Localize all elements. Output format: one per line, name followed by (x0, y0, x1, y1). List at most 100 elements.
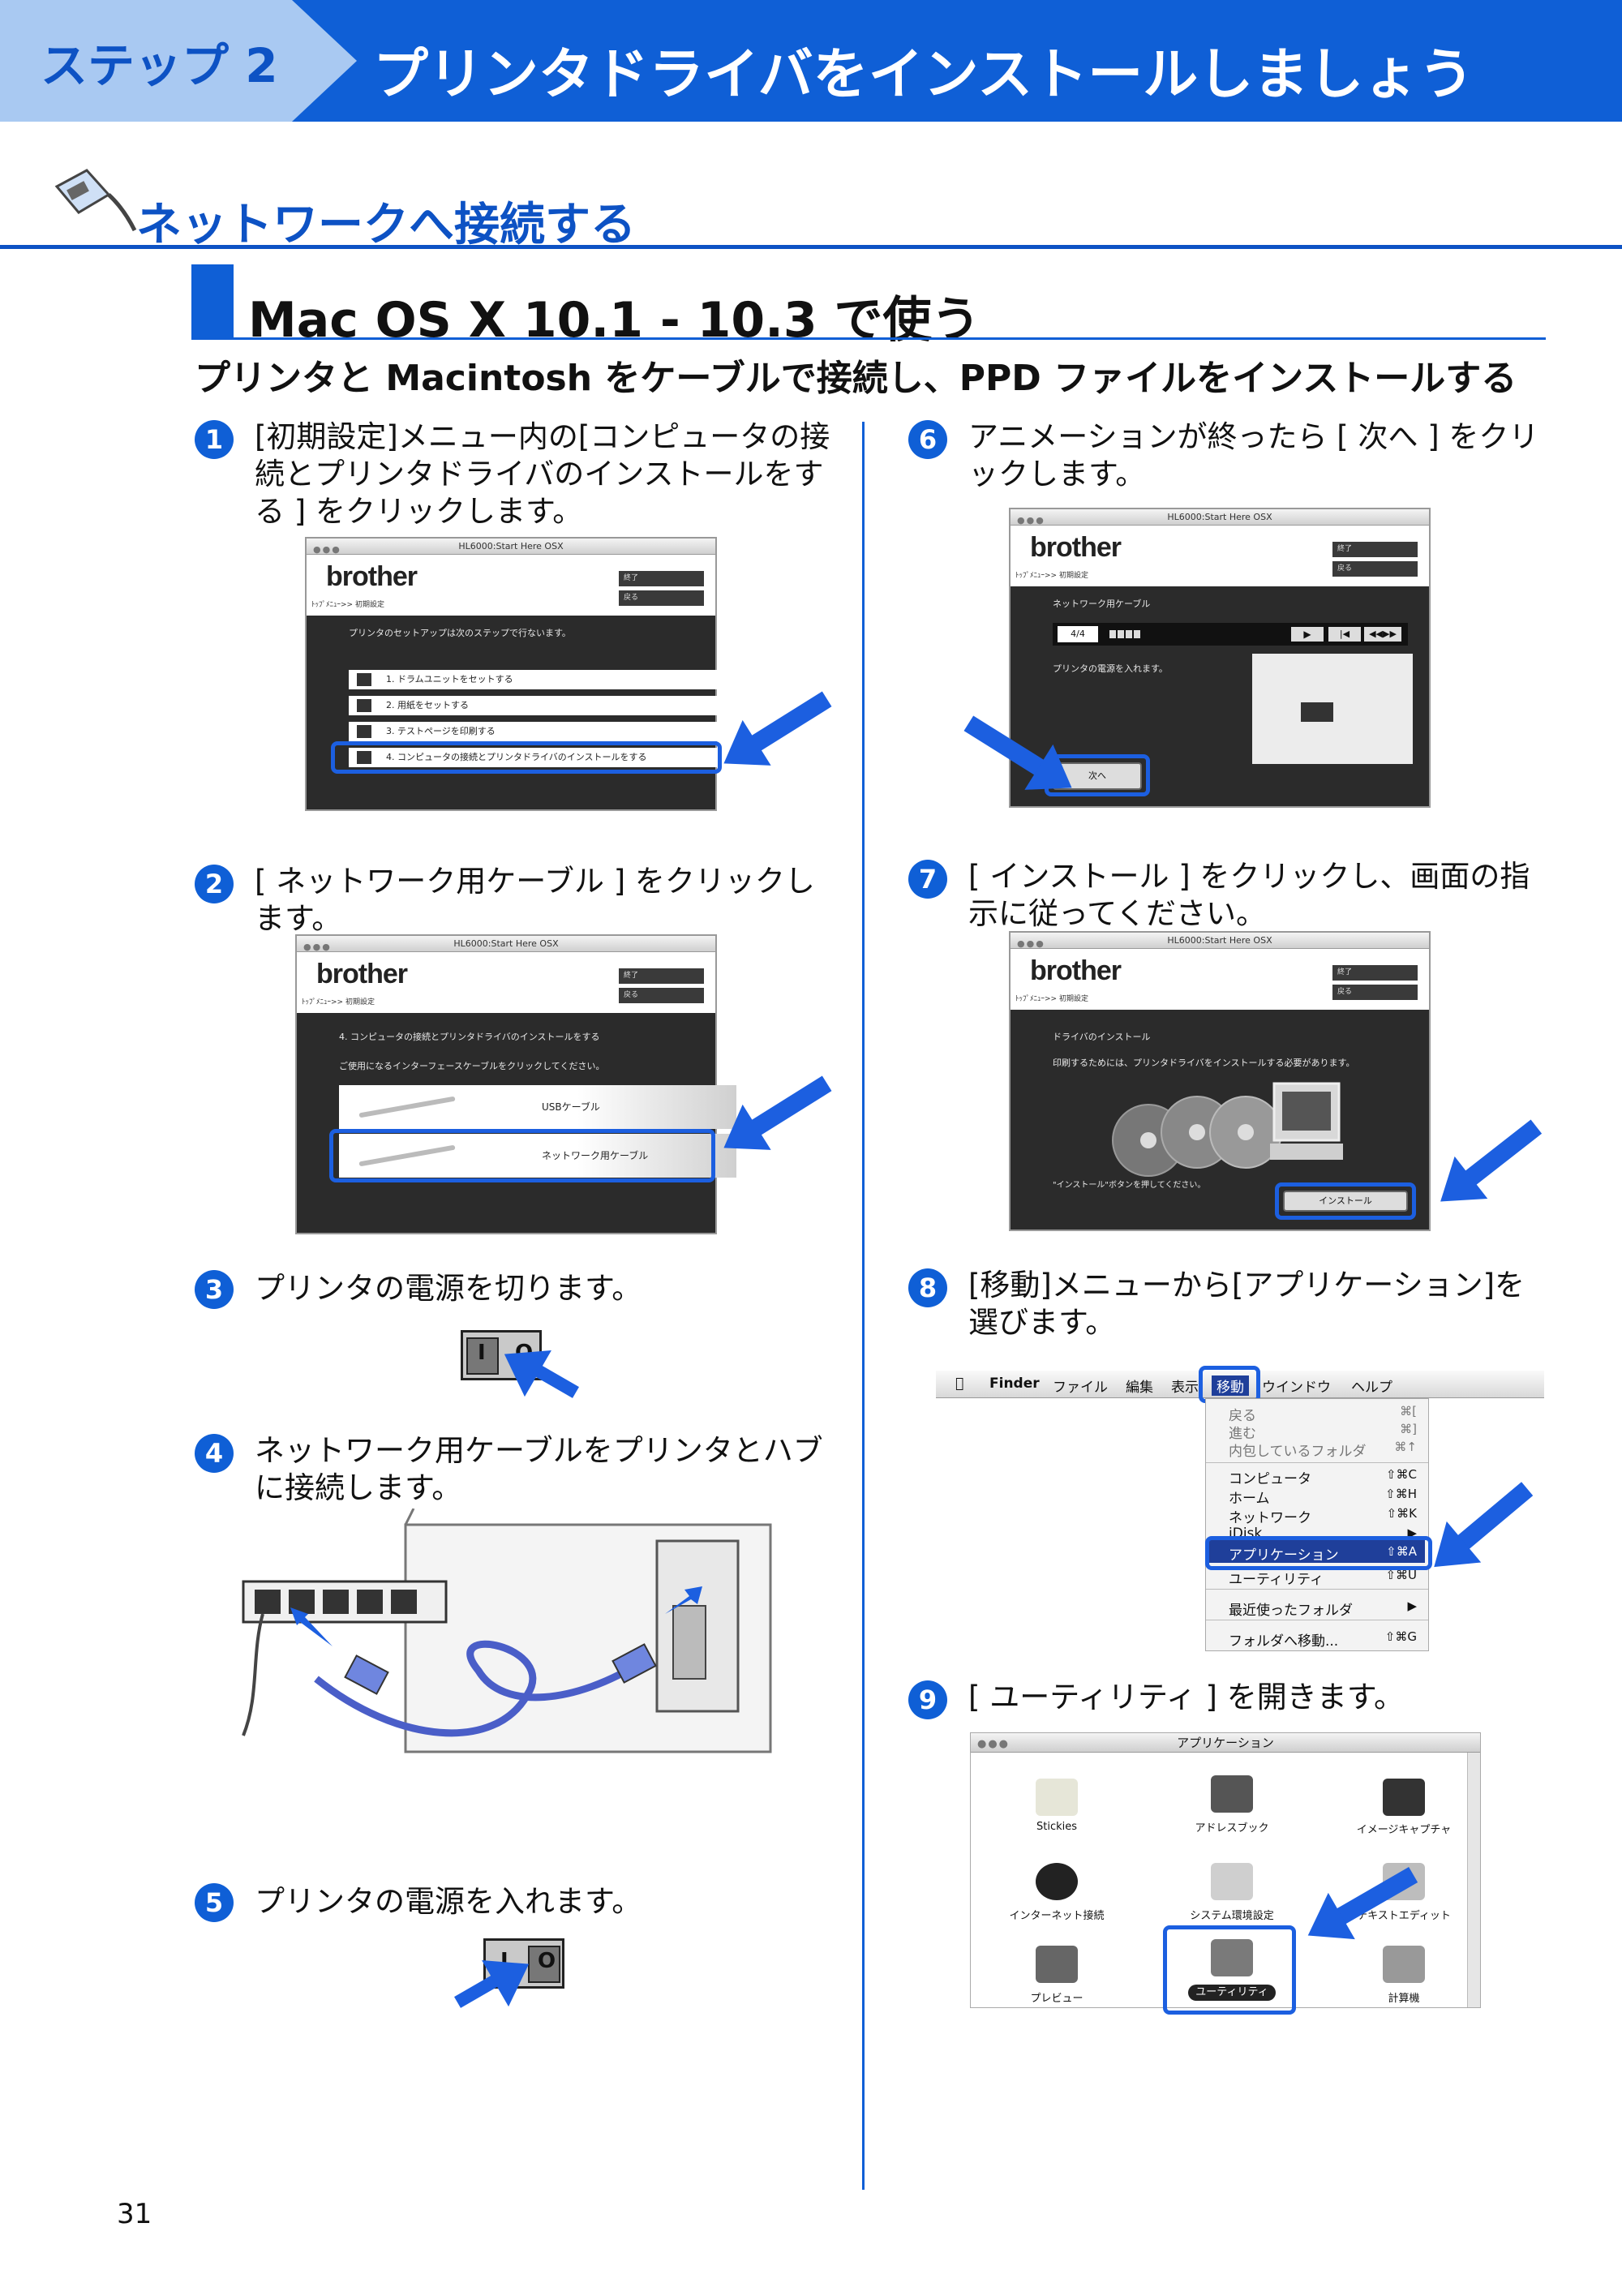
menu-item-home[interactable]: ホーム (1229, 1491, 1270, 1507)
app-label-utilities[interactable]: ユーティリティ (1188, 1985, 1276, 2001)
hub-printer-illustration (242, 1508, 772, 1753)
applications-titlebar: ●●●アプリケーション (971, 1733, 1480, 1753)
network-cable-option[interactable]: ネットワーク用ケーブル (339, 1134, 736, 1178)
breadcrumb: ﾄｯﾌﾟﾒﾆｭｰ>> 初期設定 (302, 998, 375, 1006)
step-number-2: 2 (195, 865, 234, 903)
menu-item-applications[interactable]: アプリケーション (1229, 1547, 1339, 1564)
progress-segments (1109, 630, 1142, 638)
utilities-folder-icon[interactable] (1211, 1939, 1253, 1976)
quit-button[interactable]: 終了 (619, 968, 704, 984)
menu-item-drum[interactable]: 1. ドラムユニットをセットする (349, 670, 738, 689)
highlight-frame (329, 1129, 715, 1182)
section-rule (0, 245, 1622, 249)
pointer-arrow-icon (1460, 1119, 1543, 1189)
switch-off-mark: O (538, 1949, 556, 1973)
os-heading: Mac OS X 10.1 - 10.3 で使う (248, 292, 980, 349)
menu-go[interactable]: 移動 (1212, 1375, 1249, 1396)
address-book-icon[interactable] (1211, 1775, 1253, 1813)
menu-item-install-driver[interactable]: 4. コンピュータの接続とプリンタドライバのインストールをする (349, 748, 738, 767)
window-controls-icon: ●●● (1017, 515, 1045, 526)
menu-item-paper[interactable]: 2. 用紙をセットする (349, 696, 738, 715)
back-button[interactable]: 戻る (1332, 561, 1418, 577)
screenshot-setup-menu: ●●● HL6000:Start Here OSX brother ﾄｯﾌﾟﾒﾆｭ… (305, 537, 738, 811)
menu-view[interactable]: 表示 (1171, 1380, 1199, 1396)
os-heading-bar (191, 264, 234, 339)
step-number-1: 1 (195, 420, 234, 459)
first-page-icon[interactable]: |◀ (1328, 627, 1361, 642)
menu-item-network[interactable]: ネットワーク (1229, 1510, 1311, 1526)
quit-button[interactable]: 終了 (1332, 542, 1418, 557)
pointer-arrow-icon (746, 691, 832, 754)
menu-item-recent-folders[interactable]: 最近使ったフォルダ (1229, 1603, 1353, 1619)
applications-window: ●●●アプリケーション Stickies アドレスブック イメージキャプチャ イ… (970, 1732, 1481, 2008)
menu-finder[interactable]: Finder (989, 1375, 1040, 1392)
back-button[interactable]: 戻る (619, 590, 704, 606)
setup-intro: プリンタのセットアップは次のステップで行ないます。 (349, 628, 571, 638)
menu-item-computer[interactable]: コンピュータ (1229, 1471, 1311, 1487)
system-preferences-icon[interactable] (1211, 1863, 1253, 1900)
brother-header: brother ﾄｯﾌﾟﾒﾆｭｰ>> 初期設定 終了 戻る (307, 555, 715, 616)
menu-item-back[interactable]: 戻る (1229, 1408, 1256, 1424)
image-capture-icon[interactable] (1383, 1779, 1425, 1816)
menu-window[interactable]: ウインドウ (1262, 1380, 1331, 1396)
network-cable-icon (54, 169, 137, 232)
preview-icon[interactable] (1036, 1946, 1078, 1983)
highlight-frame (1205, 1536, 1432, 1570)
menu-item-applications-row[interactable]: アプリケーション ⇧⌘A (1209, 1540, 1425, 1564)
back-button[interactable]: 戻る (619, 988, 704, 1003)
step-text-4: ネットワーク用ケーブルをプリンタとハブに接続します。 (255, 1433, 823, 1505)
stickies-icon[interactable] (1036, 1779, 1078, 1816)
brother-logo: brother (326, 561, 418, 592)
menu-item-utilities[interactable]: ユーティリティ (1229, 1572, 1324, 1588)
app-label-internet-connect: インターネット接続 (1009, 1910, 1105, 1922)
play-icon[interactable]: ▶ (1291, 627, 1324, 642)
usb-cable-option[interactable]: USBケーブル (339, 1085, 736, 1129)
app-label-stickies: Stickies (1036, 1821, 1078, 1833)
window-title: HL6000:Start Here OSX (1167, 935, 1272, 946)
pointer-arrow-icon (454, 1972, 503, 2008)
prev-next-icon[interactable]: ◀◀▶▶ (1364, 627, 1401, 642)
applications-title: アプリケーション (1177, 1736, 1274, 1750)
menu-item-enclosing-folder[interactable]: 内包しているフォルダ (1229, 1444, 1367, 1460)
menu-help[interactable]: ヘルプ (1351, 1380, 1392, 1396)
install-button[interactable]: インストール (1283, 1191, 1408, 1212)
menu-edit[interactable]: 編集 (1126, 1380, 1153, 1396)
section-heading: ネットワークへ接続する (136, 199, 636, 251)
back-button[interactable]: 戻る (1332, 985, 1418, 1000)
screenshot-driver-install: ●●●HL6000:Start Here OSX brother ﾄｯﾌﾟﾒﾆｭ… (1009, 931, 1431, 1231)
cable-instruction: ご使用になるインターフェースケーブルをクリックしてください。 (339, 1061, 605, 1071)
install-hint: "インストール"ボタンを押してください。 (1053, 1181, 1206, 1190)
window-controls-icon: ●●● (313, 544, 341, 555)
quit-button[interactable]: 終了 (1332, 965, 1418, 981)
network-cable-label: ネットワーク用ケーブル (542, 1150, 649, 1161)
step-tab: ステップ 2 (0, 0, 357, 122)
window-titlebar: ●●●HL6000:Start Here OSX (1011, 509, 1429, 526)
window-titlebar: ●●● HL6000:Start Here OSX (297, 936, 715, 952)
menu-item-forward[interactable]: 進む (1229, 1426, 1256, 1442)
menu-item-go-to-folder[interactable]: フォルダへ移動... (1229, 1633, 1339, 1650)
pointer-arrow-icon (746, 1075, 832, 1139)
window-controls-icon: ●●● (303, 942, 332, 952)
scrollbar[interactable] (1467, 1753, 1480, 2007)
os-heading-rule (191, 337, 1546, 340)
window-title: HL6000:Start Here OSX (453, 938, 559, 949)
internet-connect-icon[interactable] (1036, 1863, 1078, 1900)
step-text-7: [ インストール ] をクリックし、画面の指示に従ってください。 (968, 859, 1530, 931)
menu-item-test-page[interactable]: 3. テストページを印刷する (349, 722, 738, 741)
page-number: 31 (117, 2198, 152, 2230)
screenshot-cable-select: ●●●HL6000:Start Here OSX brother ﾄｯﾌﾟﾒﾆｭ… (295, 934, 736, 1234)
step-text-5: プリンタの電源を入れます。 (255, 1884, 642, 1919)
quit-button[interactable]: 終了 (619, 571, 704, 586)
screenshot-animation: ●●●HL6000:Start Here OSX brother ﾄｯﾌﾟﾒﾆｭ… (1009, 508, 1431, 808)
pointer-arrow-icon (530, 1363, 579, 1398)
window-title: HL6000:Start Here OSX (458, 541, 564, 551)
step-label: ステップ 2 (41, 38, 278, 93)
go-menu-dropdown: 戻る ⌘[ 進む ⌘] 内包しているフォルダ ⌘↑ コンピュータ ⇧⌘C ホーム… (1205, 1398, 1429, 1651)
highlight-frame (1163, 1925, 1296, 2015)
page-counter: 4/4 (1058, 626, 1098, 642)
calculator-icon[interactable] (1383, 1946, 1425, 1983)
step-number-3: 3 (195, 1270, 234, 1309)
brother-header: brother ﾄｯﾌﾟﾒﾆｭｰ>> 初期設定 終了 戻る (1011, 526, 1429, 586)
menu-file[interactable]: ファイル (1053, 1380, 1108, 1396)
apple-menu-icon[interactable]:  (955, 1375, 963, 1392)
